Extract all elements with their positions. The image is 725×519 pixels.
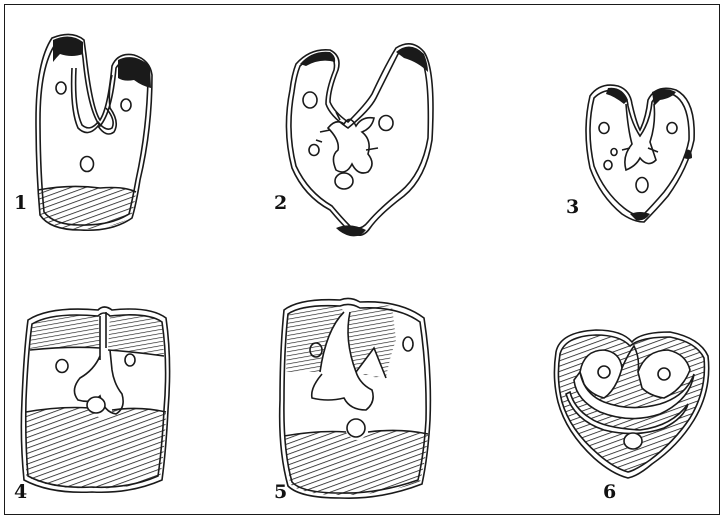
tooth-section-4 xyxy=(21,307,169,492)
panel-label-5: 5 xyxy=(274,483,287,502)
tooth-section-5 xyxy=(280,298,431,498)
panel-label-1: 1 xyxy=(14,194,27,213)
tooth-section-6 xyxy=(554,330,708,478)
panel-label-2: 2 xyxy=(274,194,287,213)
panel-label-3: 3 xyxy=(566,198,579,217)
panel-label-6: 6 xyxy=(603,483,616,502)
tooth-section-1 xyxy=(36,34,152,230)
panel-label-4: 4 xyxy=(14,483,27,502)
tooth-section-3 xyxy=(586,85,694,222)
tooth-section-2 xyxy=(286,44,433,237)
